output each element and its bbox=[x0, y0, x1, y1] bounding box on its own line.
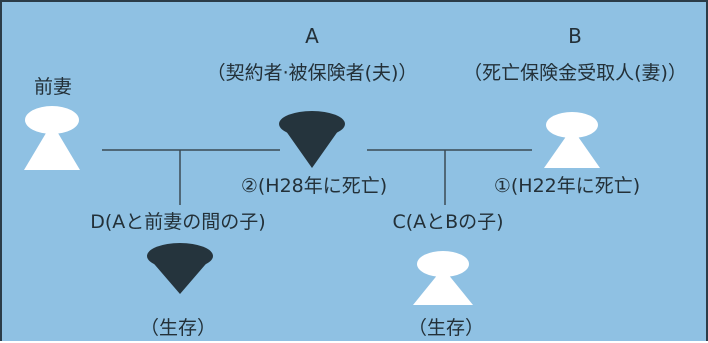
person-a-role: （契約者·被保険者(夫)） bbox=[206, 62, 418, 84]
person-c-label: C(AとBの子) bbox=[392, 211, 504, 233]
person-c-figure bbox=[413, 251, 473, 305]
person-d-label: D(Aと前妻の間の子) bbox=[90, 211, 266, 233]
person-b-figure bbox=[544, 112, 600, 168]
person-a-name: A bbox=[305, 24, 319, 48]
person-b-name: B bbox=[568, 24, 582, 48]
ex-wife-label: 前妻 bbox=[33, 76, 73, 98]
b-death-label: ①(H22年に死亡) bbox=[493, 175, 641, 197]
person-a-figure bbox=[279, 111, 345, 168]
a-death-label: ②(H28年に死亡) bbox=[240, 175, 388, 197]
person-d-status: （生存） bbox=[139, 317, 217, 339]
person-d-figure bbox=[147, 243, 213, 294]
ex-wife-figure bbox=[24, 106, 80, 170]
person-b-role: （死亡保険金受取人(妻)） bbox=[463, 62, 687, 84]
person-c-status: （生存） bbox=[407, 317, 485, 339]
